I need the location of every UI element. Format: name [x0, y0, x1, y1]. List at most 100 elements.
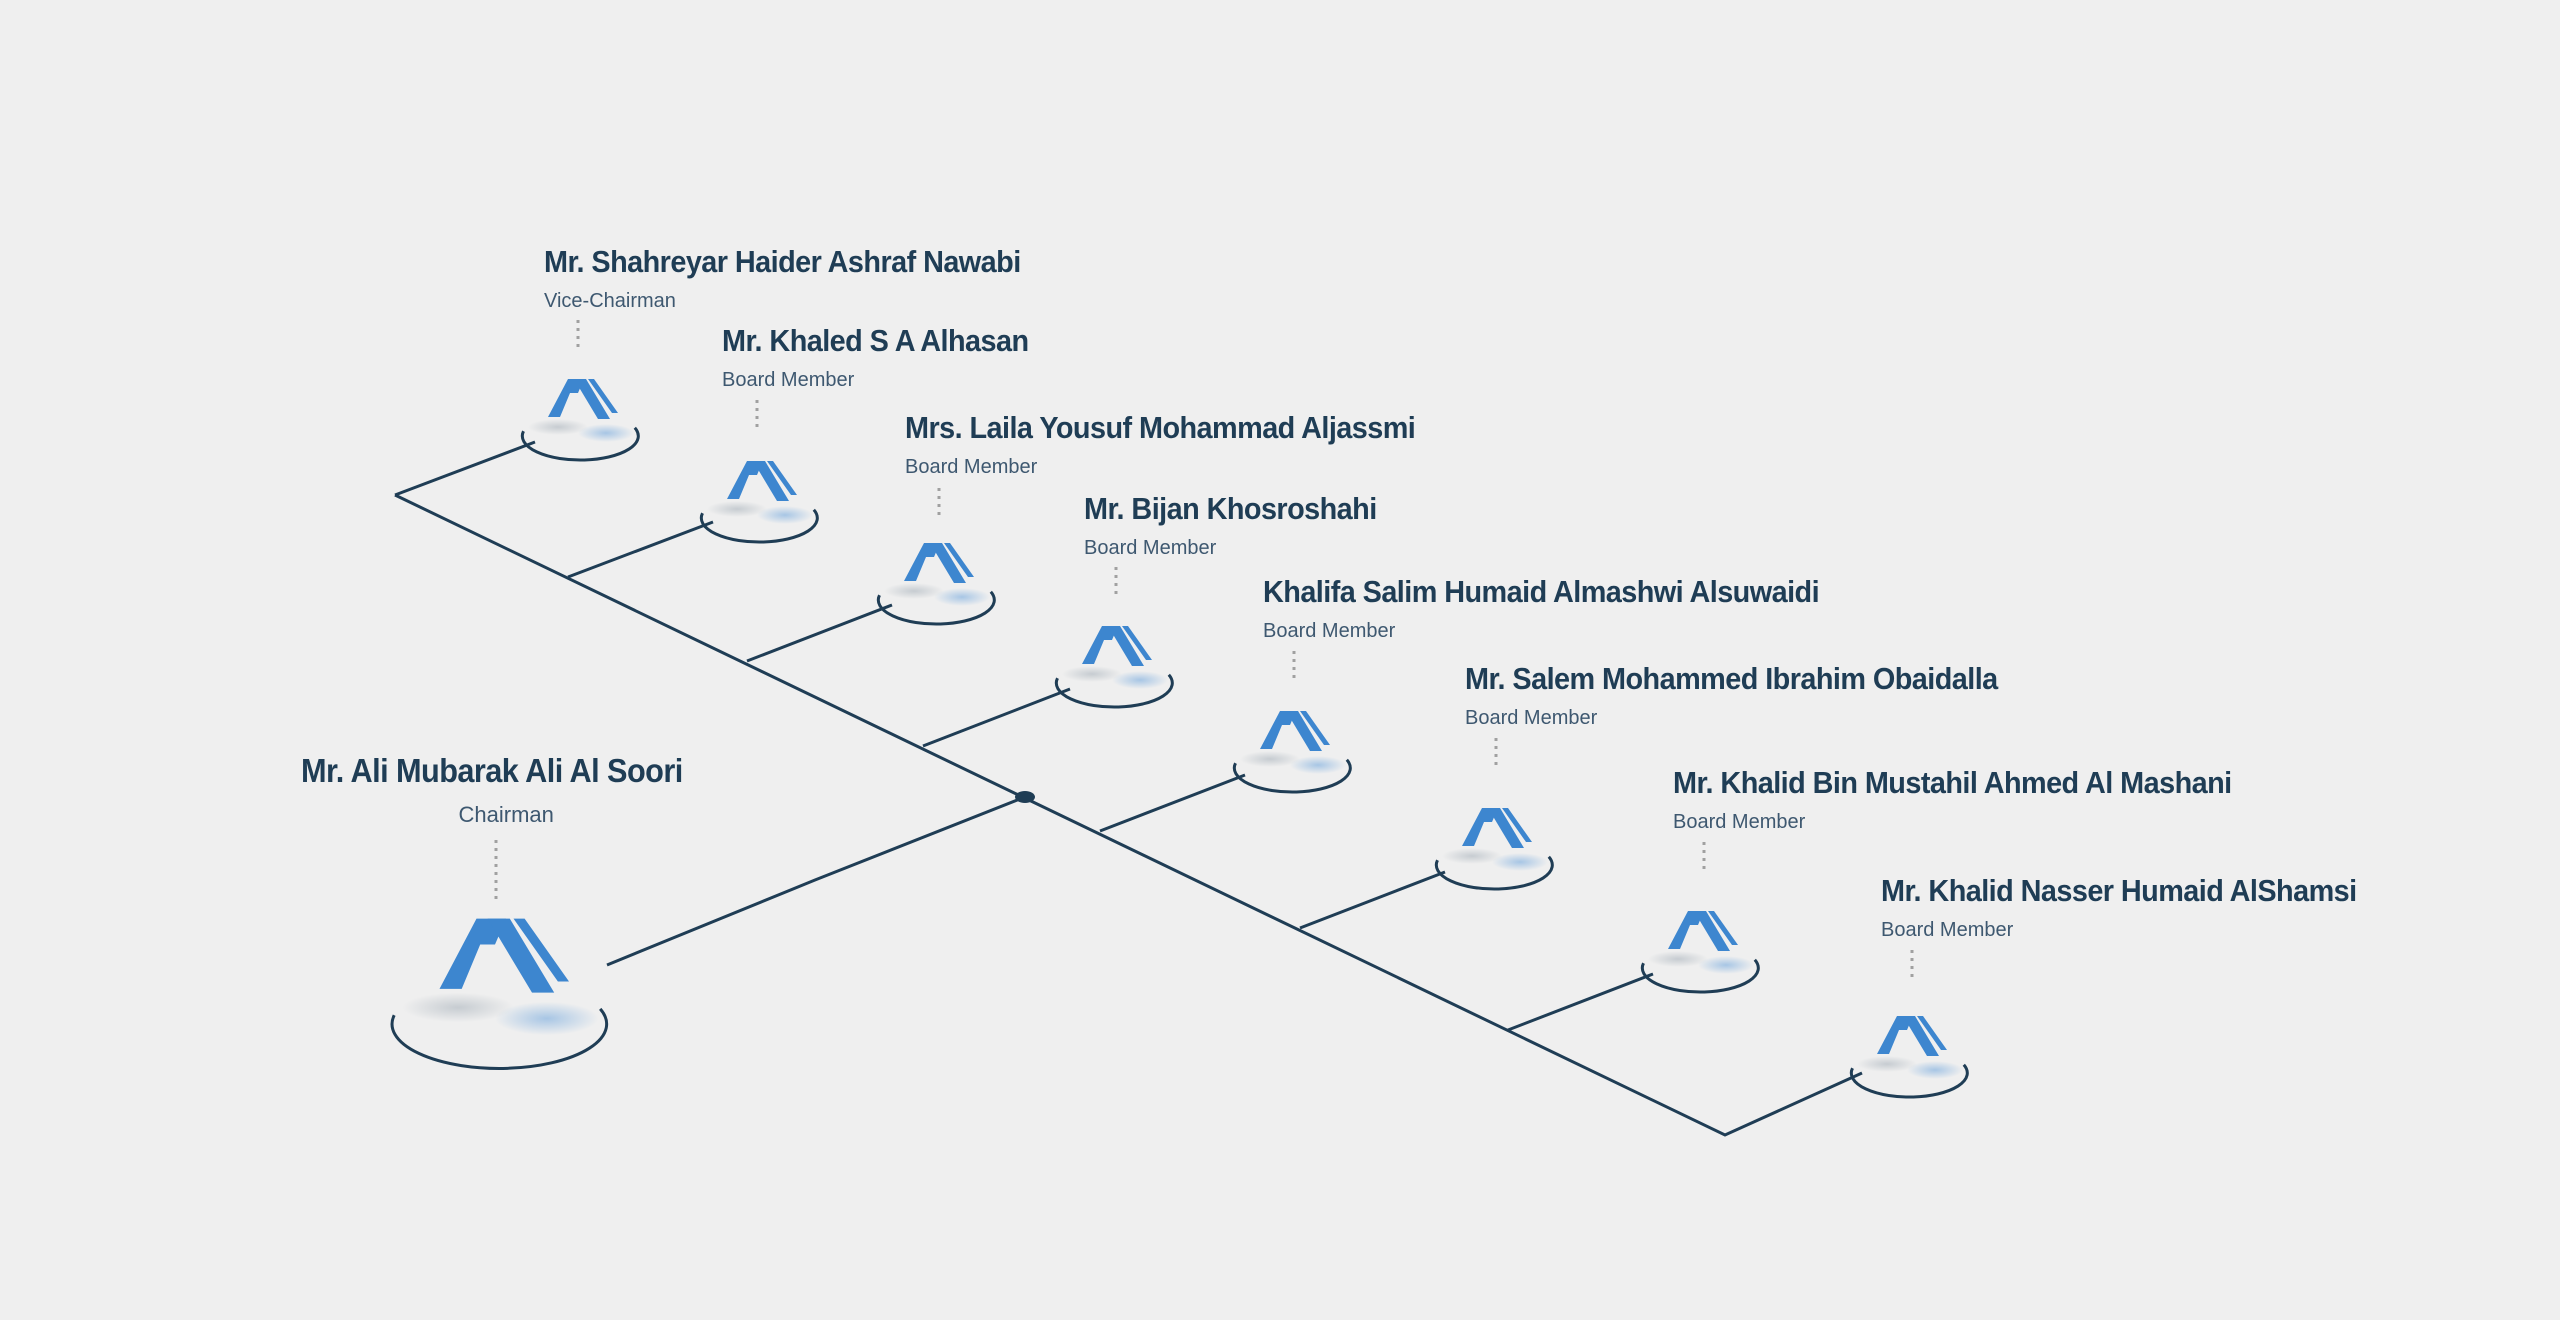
member-name: Mrs. Laila Yousuf Mohammad Aljassmi: [905, 410, 1416, 445]
node-ring: [520, 426, 640, 462]
logo-peak-shape: [904, 543, 940, 581]
dotted-connectors: [494, 320, 1914, 982]
chairman-role: Chairman: [458, 802, 554, 827]
member-node: [1849, 1016, 1969, 1099]
member-label-2: Mr. Khaled S A Alhasan Board Member: [722, 323, 1052, 392]
logo-diagonal-shape: [574, 379, 610, 419]
member-role: Board Member: [1881, 919, 2014, 941]
main-spine-line: [394, 493, 1863, 1137]
logo-peak-shape: [1668, 911, 1704, 949]
logo-slash-shape: [1502, 808, 1532, 842]
node-ring: [1232, 758, 1352, 794]
junction-node: [1015, 791, 1035, 803]
logo-diagonal-shape: [1694, 911, 1730, 951]
member-node: [1434, 808, 1554, 891]
company-logo-icon: [1668, 911, 1738, 951]
node-glow: [1492, 853, 1548, 871]
node-shadow: [1240, 751, 1300, 767]
member-name: Mr. Salem Mohammed Ibrahim Obaidalla: [1465, 661, 1998, 696]
logo-diagonal-shape: [1488, 808, 1524, 848]
company-logo-icon: [1462, 808, 1532, 848]
member-node: [1640, 911, 1760, 994]
node-shadow: [1857, 1056, 1917, 1072]
company-logo-icon: [904, 543, 974, 583]
logo-diagonal-shape: [487, 918, 555, 993]
node-shadow: [528, 419, 588, 435]
logo-diagonal-shape: [753, 461, 789, 501]
member-branch-line: [1099, 773, 1246, 833]
member-role: Vice-Chairman: [544, 290, 676, 312]
logo-slash-shape: [1300, 711, 1330, 745]
member-node: [1054, 626, 1174, 709]
member-name: Mr. Bijan Khosroshahi: [1084, 491, 1377, 526]
node-shadow: [402, 992, 514, 1023]
member-branch-line: [922, 687, 1071, 748]
node-ring: [876, 590, 996, 626]
logo-slash-shape: [588, 379, 618, 413]
logo-slash-shape: [767, 461, 797, 495]
member-branch-line: [394, 440, 536, 497]
chairman-label: Mr. Ali Mubarak Ali Al Soori Chairman: [301, 752, 711, 828]
member-label-1: Mr. Shahreyar Haider Ashraf Nawabi Vice-…: [544, 244, 1057, 313]
member-role: Board Member: [905, 456, 1038, 478]
node-glow: [757, 506, 813, 524]
company-logo-icon: [1082, 626, 1152, 666]
member-role: Board Member: [722, 369, 855, 391]
member-node: [699, 461, 819, 544]
node-glow: [1290, 756, 1346, 774]
logo-peak-shape: [1462, 808, 1498, 846]
member-label-5: Khalifa Salim Humaid Almashwi Alsuwaidi …: [1263, 574, 1861, 643]
logo-peak-shape: [727, 461, 763, 499]
member-branch-line: [1299, 870, 1446, 930]
member-label-7: Mr. Khalid Bin Mustahil Ahmed Al Mashani…: [1673, 765, 2274, 834]
logo-peak-shape: [439, 918, 507, 989]
member-label-3: Mrs. Laila Yousuf Mohammad Aljassmi Boar…: [905, 410, 1454, 479]
node-shadow: [884, 583, 944, 599]
logo-diagonal-shape: [1286, 711, 1322, 751]
logo-slash-shape: [1122, 626, 1152, 660]
logo-peak-shape: [1260, 711, 1296, 749]
member-role: Board Member: [1673, 811, 1806, 833]
member-label-4: Mr. Bijan Khosroshahi Board Member: [1084, 491, 1399, 560]
node-shadow: [1648, 951, 1708, 967]
logo-peak-shape: [1082, 626, 1118, 664]
node-ring: [1434, 855, 1554, 891]
node-glow: [495, 1001, 599, 1036]
node-shadow: [707, 501, 767, 517]
logo-slash-shape: [944, 543, 974, 577]
company-logo-icon: [1260, 711, 1330, 751]
node-ring: [1054, 673, 1174, 709]
company-logo-icon: [439, 918, 569, 993]
member-branch-line: [567, 520, 714, 579]
node-glow: [1112, 671, 1168, 689]
member-name: Mr. Shahreyar Haider Ashraf Nawabi: [544, 244, 1021, 279]
logo-diagonal-shape: [1108, 626, 1144, 666]
logo-diagonal-shape: [930, 543, 966, 583]
node-ring: [390, 1007, 609, 1070]
member-label-8: Mr. Khalid Nasser Humaid AlShamsi Board …: [1881, 873, 2392, 942]
node-glow: [934, 588, 990, 606]
member-node: [520, 379, 640, 462]
member-name: Mr. Khaled S A Alhasan: [722, 323, 1029, 358]
member-label-6: Mr. Salem Mohammed Ibrahim Obaidalla Boa…: [1465, 661, 2038, 730]
member-node: [1232, 711, 1352, 794]
logo-diagonal-shape: [1903, 1016, 1939, 1056]
logo-peak-shape: [1877, 1016, 1913, 1054]
member-role: Board Member: [1263, 620, 1396, 642]
logo-slash-shape: [1917, 1016, 1947, 1050]
node-ring: [1849, 1063, 1969, 1099]
member-role: Board Member: [1084, 537, 1217, 559]
node-ring: [699, 508, 819, 544]
node-shadow: [1442, 848, 1502, 864]
node-glow: [578, 424, 634, 442]
node-shadow: [1062, 666, 1122, 682]
node-glow: [1907, 1061, 1963, 1079]
company-logo-icon: [727, 461, 797, 501]
logo-peak-shape: [548, 379, 584, 417]
member-role: Board Member: [1465, 707, 1598, 729]
member-name: Khalifa Salim Humaid Almashwi Alsuwaidi: [1263, 574, 1820, 609]
logo-slash-shape: [1708, 911, 1738, 945]
member-node: [876, 543, 996, 626]
